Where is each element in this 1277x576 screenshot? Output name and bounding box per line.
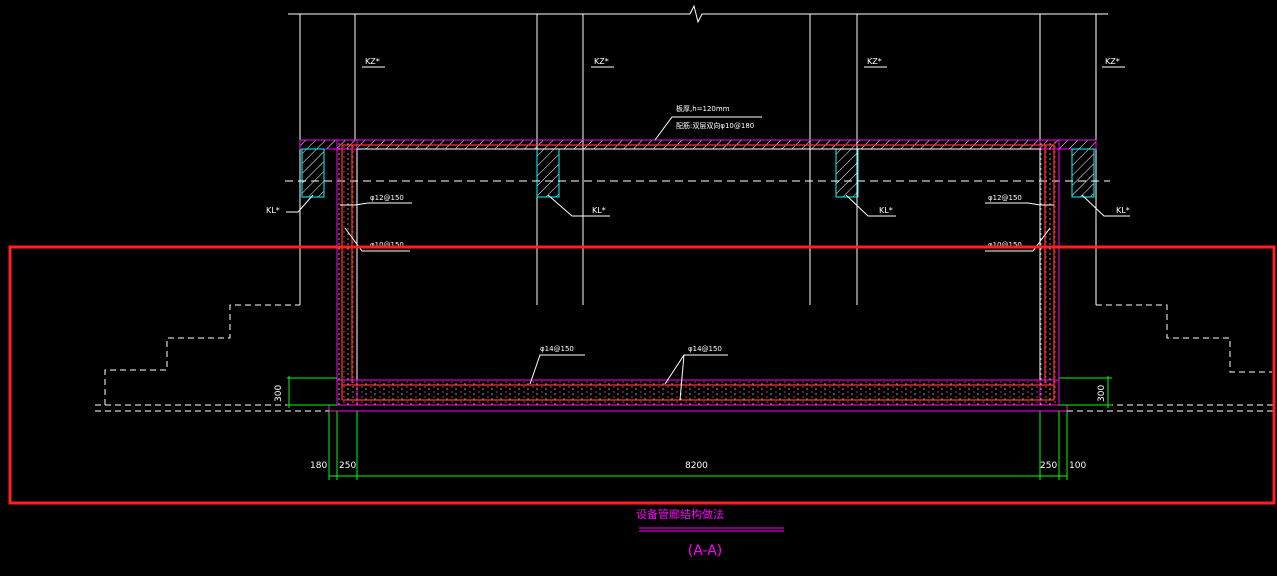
dimension-text: 100 <box>1069 461 1086 471</box>
rebar-label: φ10@150 <box>988 241 1022 249</box>
beam-label: KL* <box>1116 206 1130 215</box>
section-label: (A-A) <box>688 543 723 559</box>
dimension-text: 300 <box>274 385 284 402</box>
column-label: KZ* <box>1105 57 1120 66</box>
beam-label: KL* <box>266 206 280 215</box>
slab-note-line2: 配筋:双层双向φ10@180 <box>676 121 754 130</box>
beam-label: KL* <box>879 206 893 215</box>
highlight-box <box>8 245 1276 505</box>
beam-label: KL* <box>592 206 606 215</box>
dimension-text: 8200 <box>685 461 708 471</box>
slab-note-line1: 板厚,h=120mm <box>676 104 730 113</box>
column-label: KZ* <box>365 57 380 66</box>
rebar-label: φ10@150 <box>370 241 404 249</box>
wall-rebar <box>341 144 1055 400</box>
column-label: KZ* <box>867 57 882 66</box>
walls <box>336 139 1060 406</box>
rebar-label: φ12@150 <box>988 194 1022 202</box>
title-block: 设备管廊结构做法 (A-A) <box>636 507 784 559</box>
dimension-text: 250 <box>1040 461 1057 471</box>
column-label-group: KZ* KZ* KZ* KZ* <box>365 57 1120 66</box>
dimension-lines <box>287 376 1112 480</box>
dimension-text: 180 <box>310 461 327 471</box>
drawing-title: 设备管廊结构做法 <box>636 507 724 521</box>
column-lines <box>299 14 1097 305</box>
column-label: KZ* <box>594 57 609 66</box>
dimension-text: 250 <box>339 461 356 471</box>
base-slab <box>328 379 1068 412</box>
top-break-line <box>288 4 1108 24</box>
rebar-label: φ12@150 <box>370 194 404 202</box>
rebar-label: φ14@150 <box>540 345 574 353</box>
beams <box>301 148 1095 198</box>
slab-note: 板厚,h=120mm 配筋:双层双向φ10@180 <box>654 104 762 141</box>
rebar-label: φ14@150 <box>688 345 722 353</box>
dimension-text: 300 <box>1097 385 1107 402</box>
